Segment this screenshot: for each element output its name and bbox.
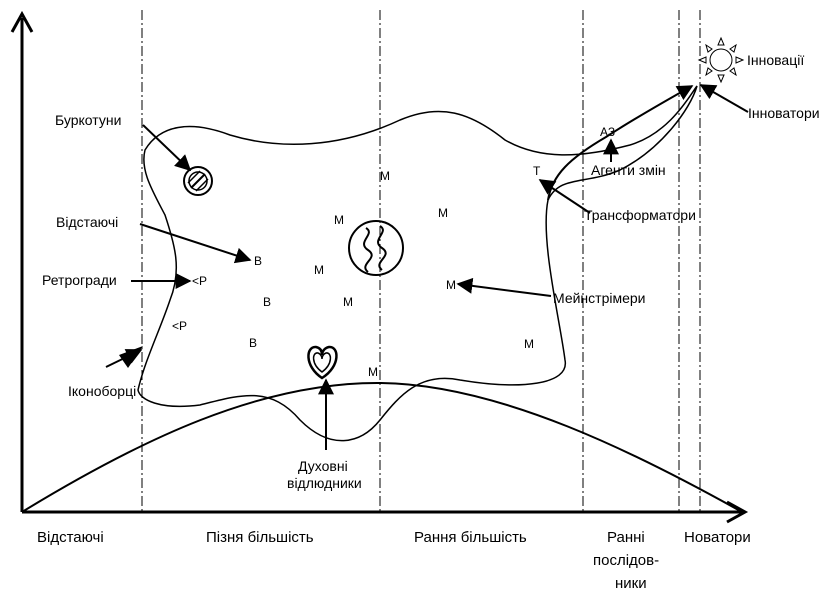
label-hermits: відлюдники: [287, 475, 362, 491]
y-axis-arrowhead: [10, 10, 34, 33]
arrow-mainstreamers: [456, 277, 552, 297]
marker-m: М: [368, 365, 378, 379]
marker-t: Т: [533, 164, 541, 178]
marker-m: М: [334, 213, 344, 227]
organization-outline: [137, 85, 698, 442]
label-innovations: Інновації: [747, 52, 804, 68]
arrow-grumblers: [142, 124, 192, 172]
label-mainstreamers: Мейнстрімери: [553, 290, 645, 306]
label-laggards-callout: Відстаючі: [56, 214, 118, 230]
marker-m: М: [524, 337, 534, 351]
marker-m: М: [380, 169, 390, 183]
marker-b: В: [254, 254, 262, 268]
arrow-transformers: [538, 179, 591, 214]
label-iconoclasts: Іконоборці: [68, 383, 136, 399]
marker-p: <Р: [192, 274, 207, 288]
segment-dividers: [141, 10, 701, 512]
axes: [10, 10, 749, 524]
marker-m: М: [438, 206, 448, 220]
segment-labels: Відстаючі Пізня більшість Рання більшіст…: [37, 529, 751, 592]
population-markers: М М М М М М М М В В В <Р <Р Т АЗ: [172, 125, 615, 379]
marker-b: В: [263, 295, 271, 309]
iconoclasts-arrowhead: [119, 346, 143, 368]
sun-icon: [697, 36, 745, 84]
label-hermits: Духовні: [298, 458, 348, 474]
wave-icon: [348, 220, 404, 276]
segment-laggards: Відстаючі: [37, 529, 104, 546]
segment-early-adopters: ники: [615, 575, 647, 592]
segment-early-adopters: послідов-: [593, 552, 659, 569]
callout-arrows: [105, 84, 749, 450]
label-change-agents: Агенти змін: [591, 162, 666, 178]
adoption-curve: [21, 381, 743, 513]
label-grumblers: Буркотуни: [55, 112, 121, 128]
arrow-laggards: [139, 223, 252, 264]
marker-m: М: [314, 263, 324, 277]
segment-early-majority: Рання більшість: [414, 529, 527, 546]
marker-b: В: [249, 336, 257, 350]
x-axis-arrowhead: [726, 500, 749, 524]
label-transformers: Трансформатори: [584, 207, 696, 223]
heart-icon: [307, 345, 338, 380]
marker-m: М: [446, 278, 456, 292]
prohibition-icon: [183, 166, 213, 196]
segment-innovators: Новатори: [684, 529, 751, 546]
arrow-innovators: [699, 84, 749, 113]
label-retrogrades: Ретрогради: [42, 272, 117, 288]
marker-m: М: [343, 295, 353, 309]
label-innovators-callout: Інноватори: [748, 105, 820, 121]
segment-early-adopters: Ранні: [607, 529, 645, 546]
segment-late-majority: Пізня більшість: [206, 529, 314, 546]
arrow-innovation-path: [547, 85, 694, 201]
marker-p: <Р: [172, 319, 187, 333]
marker-az: АЗ: [600, 125, 615, 139]
callout-labels: Буркотуни Відстаючі Ретрогради Іконоборц…: [42, 52, 820, 491]
